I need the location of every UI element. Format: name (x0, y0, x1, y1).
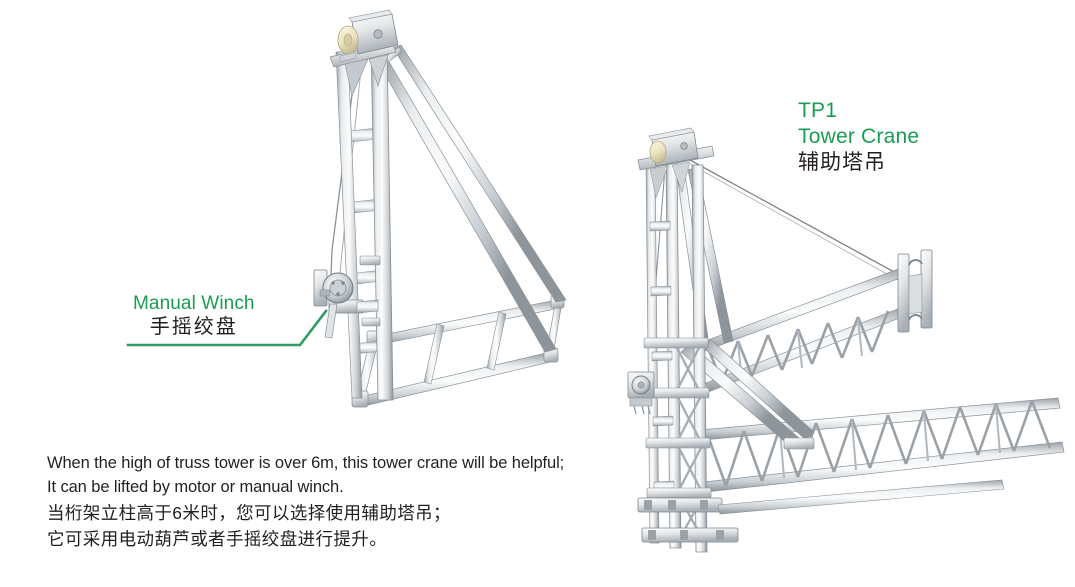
head-gusset-right (368, 54, 389, 87)
mast-rungs (649, 220, 675, 492)
manual-winch (313, 269, 379, 339)
winch-drum-bolt-1 (331, 281, 335, 285)
crane-top-pulley-head (637, 127, 715, 199)
winch-crank-handle (324, 303, 338, 339)
right-tower-crane-assembly (627, 127, 1065, 553)
crane-pulley-housing-top (648, 127, 695, 141)
diagonal-brace-far (392, 44, 567, 303)
guy-wire-secondary (689, 163, 904, 284)
base-cross-member-1 (423, 323, 445, 385)
pulley-housing-top (348, 9, 393, 23)
left-truss-tower-assembly (313, 9, 567, 408)
head-side-lug (339, 51, 357, 63)
crane-pulley-axle-bolt (680, 142, 688, 150)
jib-end-web (908, 273, 923, 315)
leader-line-icon (126, 309, 328, 347)
mast-leg-front (691, 164, 708, 553)
kicker-brace-parallel (702, 339, 815, 441)
caption-line-en-1: When the high of truss tower is over 6m,… (47, 454, 565, 472)
base-clamp-bolts (644, 500, 724, 540)
winch-drum-bolt-2 (341, 281, 345, 285)
mast-fitting-lower (361, 317, 381, 327)
jib-end-plate-left (897, 253, 910, 333)
pulley-axle-bolt (373, 29, 383, 39)
diagonal-brace-near (378, 59, 557, 353)
base-outrigger-rail (717, 479, 1005, 515)
crane-head-gusset-left (649, 165, 669, 199)
caption-block: When the high of truss tower is over 6m,… (47, 452, 564, 552)
title-block: TP1 Tower Crane 辅助塔吊 (798, 98, 919, 176)
caption-line-cn-1: 当桁架立柱高于6米时，您可以选择使用辅助塔吊； (47, 502, 451, 523)
double-diagonal-brace (378, 44, 567, 353)
upper-jib-truss (699, 249, 933, 393)
lattice-mast (643, 159, 712, 553)
winch-bracket-arm (356, 299, 379, 314)
sheave-hub (343, 33, 353, 47)
mast-hoist-block (627, 371, 655, 415)
hoist-block-bracket (629, 397, 653, 407)
mast-collars (643, 337, 712, 499)
callout-label-en: Manual Winch (133, 293, 255, 314)
product-code: TP1 (798, 99, 838, 122)
crane-sheave-wheel (649, 140, 667, 164)
crane-head-gusset-right (671, 161, 691, 193)
winch-drum-bolt-3 (336, 292, 340, 296)
hoist-block-hub (637, 381, 645, 389)
jib-end-u-bolt-upper (908, 259, 923, 266)
base-frame (351, 295, 565, 408)
base-clamps (637, 479, 1005, 543)
caption-line-en-2: It can be lifted by motor or manual winc… (47, 477, 344, 496)
callout-label-cn: 手摇绞盘 (149, 316, 238, 339)
hoist-block-hooks (633, 405, 651, 415)
base-cross-member-2 (486, 311, 507, 371)
jib-end-bracket (897, 249, 933, 333)
mast-fitting-upper (359, 255, 381, 266)
base-clamp-lower-rail (641, 527, 739, 543)
vertical-ladder-mast (335, 38, 394, 401)
jib-end-u-bolt-lower (908, 314, 923, 321)
product-name-en: Tower Crane (798, 125, 920, 149)
head-gusset-left (344, 58, 369, 97)
manual-winch-callout: Manual Winch 手摇绞盘 (133, 292, 255, 340)
kicker-brace-foot-plate (783, 437, 815, 450)
product-name-cn: 辅助塔吊 (798, 151, 886, 175)
caption-line-cn-2: 它可采用电动葫芦或者手摇绞盘进行提升。 (47, 528, 388, 549)
top-pulley-head (329, 9, 399, 97)
winch-rope-guide (319, 289, 331, 297)
jib-end-plate-right (920, 249, 933, 329)
mast-stile-rear (335, 51, 363, 399)
lower-jib-truss (699, 397, 1065, 493)
lower-jib-lattice (706, 400, 1052, 487)
guy-wire (689, 159, 906, 279)
diagonal-kicker-brace (680, 339, 815, 450)
